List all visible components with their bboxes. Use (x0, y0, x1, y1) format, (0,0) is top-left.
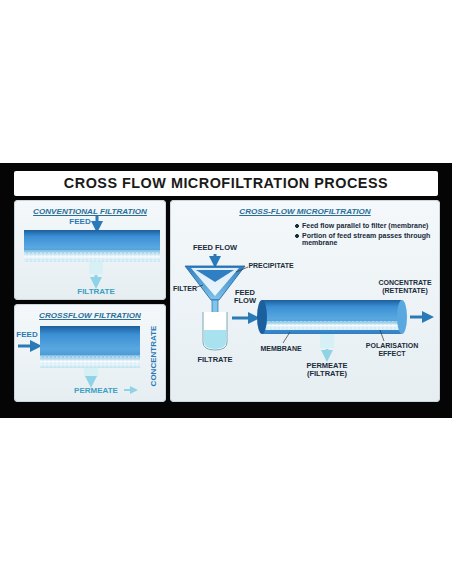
flow-label: FILTRATE (77, 288, 114, 297)
flow-label: PERMEATE (74, 387, 118, 396)
part-label: FEED FLOW (193, 244, 237, 252)
flow-label: CONCENTRATE (150, 326, 159, 387)
title-banner: CROSS FLOW MICROFILTRATION PROCESS (14, 171, 438, 196)
panel-heading: CONVENTIONAL FILTRATION (15, 207, 165, 216)
part-label: CONCENTRATE (RETENTATE) (378, 279, 431, 294)
part-label: MEMBRANE (260, 345, 301, 353)
panel-heading: CROSS-FLOW MICROFILTRATION (171, 207, 439, 216)
panel: CROSS-FLOW MICROFILTRATION (170, 200, 440, 402)
panel: CONVENTIONAL FILTRATION (14, 200, 166, 300)
part-label: FILTER (173, 285, 197, 293)
bullet-note: Portion of feed stream passes through me… (294, 232, 436, 247)
part-label: PRECIPITATE (248, 262, 293, 270)
part-label: FILTRATE (197, 356, 232, 364)
bullet-note: Feed flow parallel to filter (membrane) (294, 222, 436, 230)
flow-label: FEED FLOW (231, 289, 259, 306)
part-label: POLARISATION EFFECT (362, 342, 422, 357)
part-label: PERMEATE (FILTRATE) (295, 362, 359, 379)
flow-label: FEED (16, 331, 37, 340)
flow-label: FEED (69, 218, 90, 227)
panel-heading: CROSSFLOW FILTRATION (15, 311, 165, 320)
